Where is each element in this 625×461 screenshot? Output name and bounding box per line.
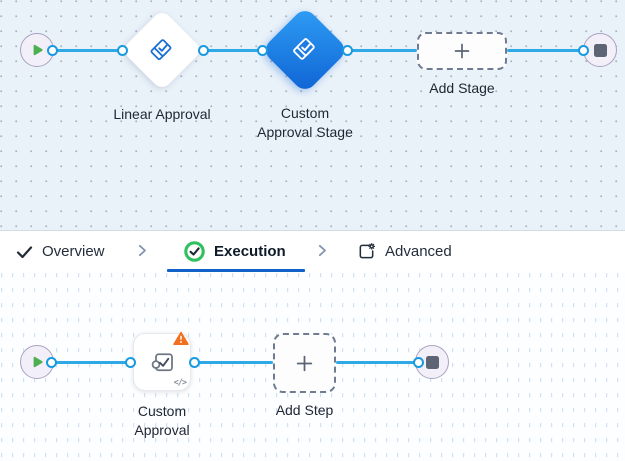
code-icon: </> bbox=[173, 378, 187, 388]
step-node-custom-approval[interactable]: </> bbox=[133, 331, 191, 391]
play-icon bbox=[33, 44, 43, 56]
connector-line bbox=[347, 49, 417, 52]
tab-label: Overview bbox=[42, 242, 105, 260]
connection-point[interactable] bbox=[116, 44, 128, 56]
connection-point[interactable] bbox=[256, 44, 268, 56]
tab-overview[interactable]: Overview bbox=[16, 238, 105, 264]
connection-point[interactable] bbox=[577, 44, 589, 56]
stop-icon bbox=[425, 355, 439, 369]
connector-line bbox=[52, 49, 122, 52]
stage-node-linear-approval[interactable] bbox=[120, 8, 204, 92]
add-step-button[interactable] bbox=[273, 333, 336, 393]
check-circle-icon bbox=[184, 240, 205, 262]
connector-line bbox=[203, 49, 262, 52]
stage-canvas[interactable]: Linear Approval Custom Approval Stage Ad… bbox=[0, 0, 625, 230]
step-canvas[interactable]: </> Custom Approval Add Step bbox=[0, 272, 625, 461]
box-gear-icon bbox=[359, 242, 375, 258]
stage-tab-bar: Overview Execution bbox=[0, 230, 625, 272]
tab-label: Execution bbox=[214, 242, 286, 260]
add-stage-button[interactable] bbox=[417, 32, 507, 70]
connector-line bbox=[336, 360, 418, 364]
add-step-label: Add Step bbox=[275, 402, 334, 418]
step-label: Custom Approval bbox=[134, 403, 190, 438]
plus-icon bbox=[454, 43, 470, 59]
stage-label: Custom Approval Stage bbox=[257, 105, 353, 140]
tab-execution[interactable]: Execution bbox=[184, 238, 286, 264]
add-stage-label: Add Stage bbox=[429, 80, 495, 96]
connection-point[interactable] bbox=[341, 44, 353, 56]
warning-triangle-icon bbox=[173, 331, 189, 345]
plus-icon bbox=[296, 355, 313, 371]
approval-check-icon bbox=[150, 38, 172, 60]
play-icon bbox=[33, 356, 43, 368]
stage-node-custom-approval-stage[interactable] bbox=[261, 6, 349, 94]
connection-point[interactable] bbox=[188, 356, 200, 368]
connector-line bbox=[51, 360, 130, 364]
connection-point[interactable] bbox=[197, 44, 209, 56]
connection-point[interactable] bbox=[45, 356, 57, 368]
tab-advanced[interactable]: Advanced bbox=[357, 238, 452, 264]
connection-point[interactable] bbox=[46, 44, 58, 56]
check-icon bbox=[16, 245, 33, 258]
stage-label: Linear Approval bbox=[113, 106, 211, 122]
chevron-right-icon bbox=[138, 244, 146, 257]
puzzle-check-icon bbox=[151, 352, 173, 371]
stop-icon bbox=[593, 43, 607, 57]
connector-line bbox=[194, 360, 273, 364]
connector-line bbox=[507, 49, 583, 52]
approval-check-icon bbox=[293, 38, 315, 60]
connection-point[interactable] bbox=[124, 356, 136, 368]
tab-label: Advanced bbox=[385, 242, 452, 260]
connection-point[interactable] bbox=[412, 356, 424, 368]
active-tab-indicator bbox=[167, 269, 305, 272]
chevron-right-icon bbox=[318, 244, 326, 257]
